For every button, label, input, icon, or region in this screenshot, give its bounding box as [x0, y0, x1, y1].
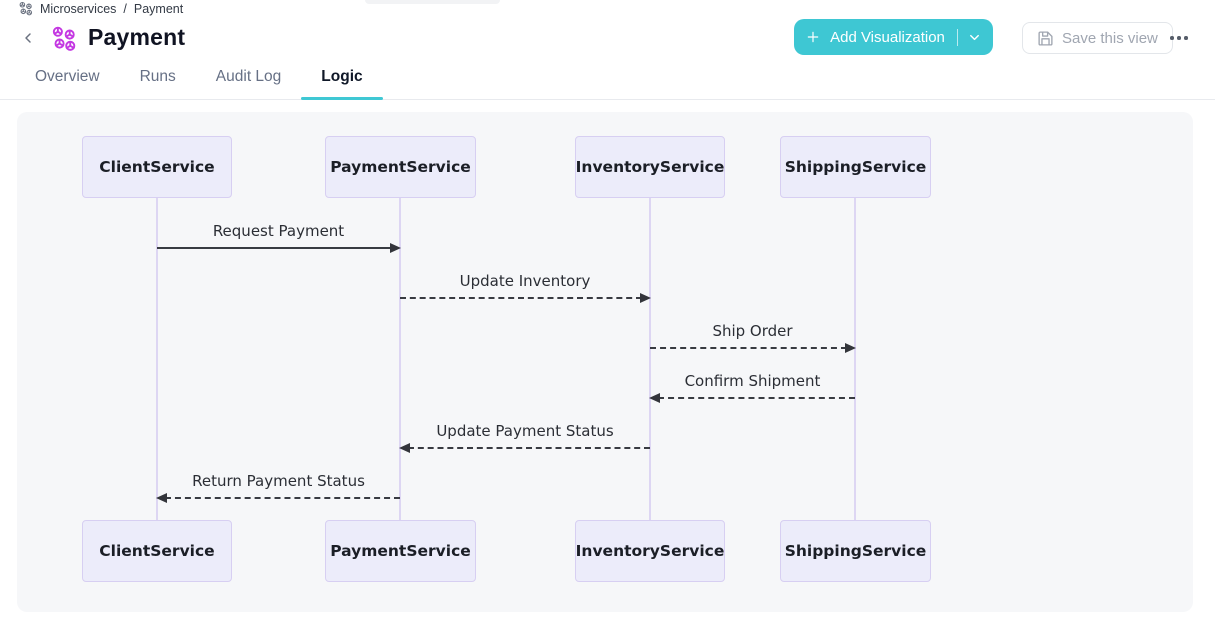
- tab-logic[interactable]: Logic: [301, 60, 384, 100]
- breadcrumb-separator: /: [123, 1, 127, 16]
- arrowhead-icon: [156, 493, 167, 503]
- add-visualization-button[interactable]: Add Visualization: [794, 19, 993, 55]
- back-button[interactable]: [18, 29, 38, 49]
- message-label: Confirm Shipment: [684, 372, 821, 390]
- tab-bar: Overview Runs Audit Log Logic: [0, 60, 1215, 100]
- actor-top-inventoryservice: InventoryService: [575, 136, 725, 198]
- breadcrumb-item-root[interactable]: Microservices: [40, 1, 117, 16]
- chevron-down-icon[interactable]: [967, 30, 982, 45]
- actor-bottom-paymentservice: PaymentService: [325, 520, 476, 582]
- message-update-inventory: Update Inventory: [400, 272, 651, 303]
- message-line: [650, 347, 847, 349]
- message-return-payment-status: Return Payment Status: [156, 472, 400, 503]
- message-confirm-shipment: Confirm Shipment: [649, 372, 855, 403]
- tab-overview[interactable]: Overview: [35, 68, 100, 85]
- arrowhead-icon: [399, 443, 410, 453]
- message-line: [400, 297, 642, 299]
- tab-runs[interactable]: Runs: [139, 68, 176, 85]
- actor-top-clientservice: ClientService: [82, 136, 232, 198]
- breadcrumb: Microservices / Payment: [18, 1, 183, 16]
- message-label: Return Payment Status: [192, 472, 365, 490]
- actor-top-shippingservice: ShippingService: [780, 136, 931, 198]
- message-line: [157, 247, 392, 249]
- actor-bottom-shippingservice: ShippingService: [780, 520, 931, 582]
- message-line: [165, 497, 400, 499]
- message-label: Update Inventory: [459, 272, 591, 290]
- lifeline-shippingservice: [854, 198, 856, 520]
- ellipsis-icon: [1170, 36, 1188, 40]
- message-label: Ship Order: [712, 322, 793, 340]
- lifeline-clientservice: [156, 198, 158, 520]
- chevron-left-icon: [20, 30, 36, 49]
- button-divider: [956, 28, 958, 46]
- lifeline-inventoryservice: [649, 198, 651, 520]
- save-view-button[interactable]: Save this view: [1022, 22, 1173, 54]
- actor-bottom-clientservice: ClientService: [82, 520, 232, 582]
- message-label: Request Payment: [212, 222, 345, 240]
- top-edge-artifact: [365, 0, 500, 4]
- arrowhead-icon: [649, 393, 660, 403]
- breadcrumb-item-current[interactable]: Payment: [133, 1, 184, 16]
- save-view-label: Save this view: [1062, 29, 1158, 47]
- microservices-cluster-icon: [18, 1, 33, 16]
- page-title: Payment: [88, 24, 186, 50]
- message-ship-order: Ship Order: [650, 322, 856, 353]
- actor-bottom-inventoryservice: InventoryService: [575, 520, 725, 582]
- more-options-button[interactable]: [1164, 28, 1194, 48]
- message-request-payment: Request Payment: [157, 222, 401, 253]
- plus-icon: [805, 29, 821, 45]
- message-label: Update Payment Status: [436, 422, 614, 440]
- payment-app-icon: [50, 25, 77, 57]
- sequence-diagram-canvas: ClientService PaymentService InventorySe…: [17, 112, 1193, 612]
- add-visualization-label: Add Visualization: [830, 28, 945, 46]
- floppy-disk-icon: [1037, 30, 1054, 47]
- lifeline-paymentservice: [399, 198, 401, 520]
- message-line: [408, 447, 650, 449]
- arrowhead-icon: [640, 293, 651, 303]
- arrowhead-icon: [845, 343, 856, 353]
- tab-audit-log[interactable]: Audit Log: [215, 68, 282, 85]
- arrowhead-icon: [390, 243, 401, 253]
- actor-top-paymentservice: PaymentService: [325, 136, 476, 198]
- message-line: [658, 397, 855, 399]
- message-update-payment-status: Update Payment Status: [399, 422, 650, 453]
